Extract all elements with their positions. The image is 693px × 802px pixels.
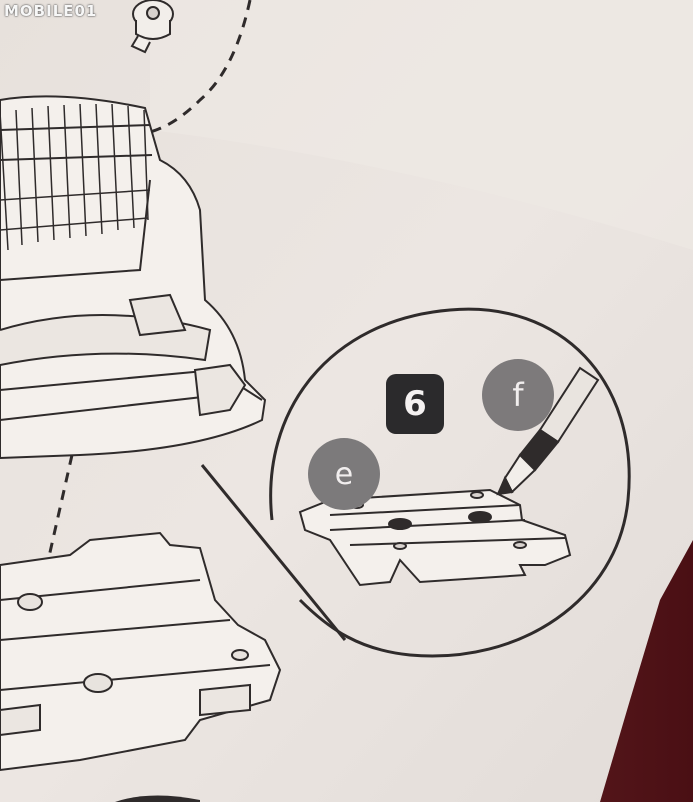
detail-pointer (200, 464, 347, 641)
bottom-part (115, 795, 200, 802)
watermark-text: MOBILE01 (4, 2, 98, 20)
callout-f-label: f (512, 376, 524, 414)
screw-icon (130, 0, 174, 54)
step-number: 6 (403, 384, 427, 424)
cutter-head (0, 95, 267, 460)
detail-circle (269, 307, 631, 658)
screwdriver-icon (496, 366, 600, 496)
step-number-badge: 6 (386, 374, 444, 434)
paper-fold (150, 0, 693, 250)
callout-e: e (308, 438, 380, 510)
cutter-teeth (0, 103, 151, 251)
callout-e-label: e (334, 456, 354, 492)
base-frame (0, 531, 282, 772)
watermark-logo: MOBILE01 (4, 2, 97, 20)
callout-f: f (482, 359, 554, 431)
